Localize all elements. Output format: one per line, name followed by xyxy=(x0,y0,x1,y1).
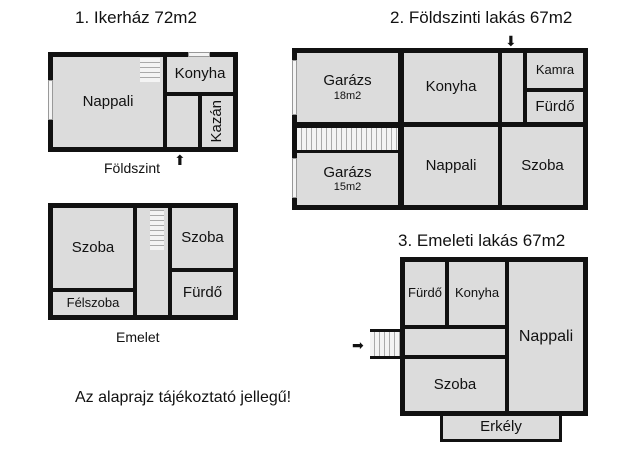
hallway xyxy=(405,329,505,355)
plan3-title: 3. Emeleti lakás 67m2 xyxy=(398,231,566,250)
hallway xyxy=(167,96,198,147)
room-szoba: Szoba xyxy=(502,127,583,205)
room-furdo: Fürdő xyxy=(172,272,233,315)
window xyxy=(292,60,297,115)
garazs-label: Garázs xyxy=(323,163,372,181)
room-furdo: Fürdő xyxy=(527,92,583,122)
window xyxy=(48,80,53,120)
room-konyha: Konyha xyxy=(167,57,233,92)
room-szoba: Szoba xyxy=(405,359,505,411)
window xyxy=(292,158,297,198)
garazs-label: Garázs xyxy=(323,72,372,90)
entrance-arrow-icon: ⬇ xyxy=(505,33,517,49)
plan2-title: 2. Földszinti lakás 67m2 xyxy=(390,8,573,27)
room-felszoba: Félszoba xyxy=(53,292,133,315)
room-konyha: Konyha xyxy=(449,262,505,325)
stairs xyxy=(150,210,164,250)
garazs-area: 18m2 xyxy=(333,89,362,102)
entrance-arrow-icon: ⬆ xyxy=(174,152,186,168)
room-konyha: Konyha xyxy=(404,53,498,122)
ground-floor-label: Földszint xyxy=(104,160,161,176)
room-nappali: Nappali xyxy=(509,262,583,411)
garazs-area: 15m2 xyxy=(333,181,362,194)
room-szoba: Szoba xyxy=(53,208,133,288)
room-szoba: Szoba xyxy=(172,208,233,268)
disclaimer-note: Az alaprajz tájékoztató jellegű! xyxy=(75,389,292,406)
plan1-title: 1. Ikerház 72m2 xyxy=(75,8,197,27)
window xyxy=(188,52,210,57)
room-kamra: Kamra xyxy=(527,53,583,88)
room-kazan: Kazán xyxy=(202,96,233,147)
room-erkely: Erkély xyxy=(443,416,559,439)
hallway xyxy=(502,53,523,122)
upper-floor-label: Emelet xyxy=(116,329,160,345)
stairs xyxy=(370,332,400,356)
stairs xyxy=(297,128,398,150)
entrance-arrow-icon: ➡ xyxy=(352,337,364,353)
room-nappali: Nappali xyxy=(404,127,498,205)
stairs xyxy=(140,58,160,82)
room-furdo: Fürdő xyxy=(405,262,445,325)
kazan-label: Kazán xyxy=(208,100,226,143)
